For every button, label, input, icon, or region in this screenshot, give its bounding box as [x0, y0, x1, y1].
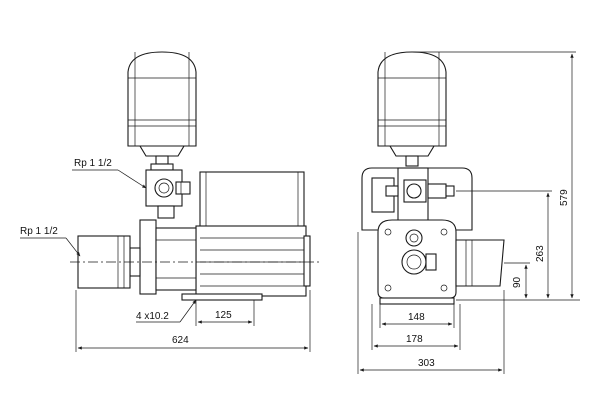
- pump-head-side: [129, 219, 197, 295]
- dimension-overall-length: [75, 290, 311, 352]
- foot-front: [379, 297, 455, 305]
- inlet-pipe-front: [455, 239, 505, 287]
- label-tank-inlet: Rp 1 1/2: [74, 158, 112, 169]
- valve-block-side: [145, 169, 191, 219]
- callout-foot-holes: [136, 299, 197, 323]
- motor-side: [195, 171, 311, 297]
- pump-casing-front: [377, 219, 457, 299]
- label-foot-spacing-width: 148: [408, 312, 425, 323]
- foot-side: [181, 293, 263, 301]
- front-view: [361, 51, 505, 305]
- dimension-outlet-height: [456, 190, 552, 299]
- label-base-width: 178: [406, 334, 423, 345]
- label-foot-holes: 4 x10.2: [136, 311, 169, 322]
- dimension-overall-width: [357, 232, 505, 374]
- label-overall-width: 303: [418, 358, 435, 369]
- label-inlet-height: 90: [512, 276, 523, 288]
- callout-pump-inlet: [20, 237, 81, 257]
- label-overall-height: 579: [559, 189, 570, 206]
- dimension-foot-spacing-length: [195, 300, 255, 326]
- pressure-tank-side: [127, 51, 197, 171]
- dimension-overall-height: [412, 51, 576, 299]
- label-overall-length: 624: [172, 335, 189, 346]
- inlet-pipe-side: [77, 235, 131, 289]
- dimension-base-width: [371, 304, 461, 350]
- label-outlet-height: 263: [535, 245, 546, 262]
- side-view: [70, 51, 320, 301]
- valve-block-front: [385, 167, 455, 227]
- label-foot-spacing-length: 125: [215, 310, 232, 321]
- dimension-foot-spacing-width: [379, 304, 455, 328]
- pressure-tank-front: [377, 51, 447, 167]
- callout-tank-inlet: [72, 169, 147, 189]
- label-pump-inlet: Rp 1 1/2: [20, 226, 58, 237]
- dimension-inlet-height: [456, 262, 580, 301]
